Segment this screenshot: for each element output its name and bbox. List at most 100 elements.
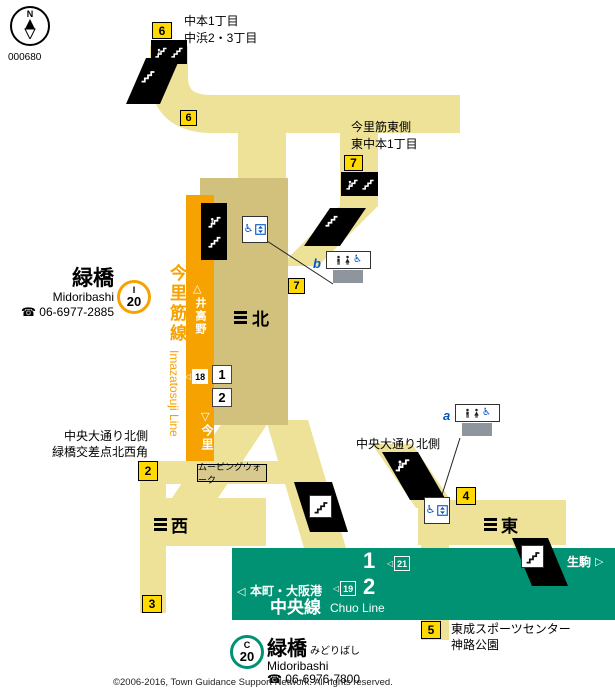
imazatosuji-car-marker: ◁ 18: [185, 369, 209, 384]
wheelchair-icon: ♿: [482, 407, 491, 418]
escalator-icon: [345, 179, 358, 190]
exit7-area-label-line2: 東中本1丁目: [351, 137, 418, 151]
stairs-icon: [361, 179, 374, 190]
imazatosuji-direction-north: 井高野: [194, 297, 206, 336]
exit7-escalator-stairs-icon: [341, 172, 378, 196]
line-letter: I: [132, 285, 136, 295]
exit5-area-label-line1: 東成スポーツセンター: [451, 622, 571, 636]
exit2-area-label-line2: 緑橋交差点北西角: [51, 445, 148, 459]
elevator-icon: [255, 224, 267, 235]
ticket-gate-icon-west: [154, 518, 167, 531]
chuo-station-phone: ☎ 06-6976-7800: [267, 672, 361, 686]
car-marker-number: 18: [192, 369, 209, 384]
line-letter: C: [243, 640, 251, 650]
car-marker-number: 21: [394, 556, 411, 571]
stairs-stripe-exit7: [304, 208, 366, 246]
leader-line-b: [266, 240, 334, 285]
compass-north-label: N: [26, 9, 34, 19]
gate-north-label: 北: [252, 310, 269, 329]
walkway-top-connector: [238, 118, 286, 180]
imazatosuji-direction-south: 今里: [200, 424, 214, 452]
chuo-direction-east: 生駒: [567, 555, 592, 569]
facility-point-a-label: a: [443, 408, 451, 423]
female-toilet-icon: [345, 255, 350, 265]
chuo-access-stairs-icon: [309, 495, 332, 518]
car-marker-number: 19: [340, 581, 357, 596]
chuo-station-name-en: Midoribashi: [267, 659, 329, 673]
path-marker-7: 7: [288, 278, 305, 294]
imazatosuji-line-name-en: Imazatosuji Line: [167, 350, 181, 437]
map-plate-number: 000680: [8, 52, 42, 63]
exit7-badge: 7: [344, 155, 363, 171]
male-toilet-icon: [337, 255, 340, 265]
chuo-line-name-ja: 中央線: [270, 598, 321, 617]
toilet-icons-b: ♿: [326, 251, 371, 269]
imazatosuji-station-phone: ☎ 06-6977-2885: [20, 305, 114, 319]
direction-triangle-down: ▽: [201, 411, 210, 423]
exit5-area-label-line2: 神路公園: [451, 638, 500, 652]
imazatosuji-station-number-badge: I 20: [117, 280, 151, 314]
leader-line-a: [440, 437, 461, 499]
ticket-gate-icon-east: [484, 518, 497, 531]
path-marker-6: 6: [180, 110, 197, 126]
stairs-stripe-exit4: [382, 452, 446, 500]
exit6-area-label-line2: 中浜2・3丁目: [184, 31, 258, 45]
exit2-area-label-line1: 中央大通り北側: [63, 429, 148, 443]
station-number: 20: [239, 649, 255, 664]
exit6-stripe-stairs-icon: [140, 68, 156, 89]
west-gate-area: [150, 498, 266, 546]
imazatosuji-platform-2: 2: [212, 388, 232, 407]
chuo-line-name-en: Chuo Line: [330, 601, 385, 615]
chuo-direction-west: 本町・大阪港: [250, 584, 323, 598]
triangle-left-icon: ◁: [333, 583, 340, 593]
stairs-icon: [208, 236, 220, 248]
facility-point-b-label: b: [313, 256, 321, 271]
accessible-toilet-box-a: [462, 423, 492, 436]
exit6-escalator-stairs-icon: [151, 40, 187, 64]
station-number: 20: [126, 294, 142, 309]
stairs-stripe-exit6: [126, 58, 180, 104]
imazatosuji-station-name-en: Midoribashi: [52, 290, 114, 304]
exit2-badge: 2: [138, 461, 158, 481]
elevator-icon: [437, 505, 449, 516]
imazatosuji-station-name-ja: 緑橋: [72, 267, 114, 290]
triangle-left-icon: ◁: [387, 558, 394, 568]
exit6-area-label-line1: 中本1丁目: [184, 14, 239, 28]
east-stairs-icon: [521, 545, 544, 568]
chuo-station-number-badge: C 20: [230, 635, 264, 669]
escalator-icon: [208, 216, 220, 228]
exit6-badge: 6: [152, 22, 172, 39]
chuo-car-marker-19: ◁ 19: [333, 581, 357, 596]
wheelchair-icon: ♿: [425, 504, 436, 516]
imazatosuji-platform-1: 1: [212, 365, 232, 384]
exit3-badge: 3: [142, 595, 162, 613]
building-stairs-escalator-icon: [201, 203, 227, 260]
escalator-icon: [155, 47, 167, 58]
male-toilet-icon: [466, 408, 469, 418]
exit4-badge: 4: [456, 487, 476, 505]
compass: N: [10, 6, 50, 46]
triangle-left-icon: ◁: [237, 586, 246, 598]
imazatosuji-line-name-ja: 今里筋線: [167, 264, 186, 344]
gate-west-label: 西: [171, 517, 188, 536]
moving-walkway-label: ムービングウォーク: [197, 462, 267, 485]
wheelchair-icon: ♿: [353, 254, 362, 265]
exit7-stripe-stairs-icon: [324, 213, 339, 233]
exit4-escalator-icon: [394, 456, 411, 478]
triangle-right-icon: ▷: [595, 556, 604, 568]
compass-needle-icon: [24, 19, 36, 39]
chuo-platform-1: 1: [363, 548, 376, 573]
copyright-notice: ©2006-2016, Town Guidance Support Networ…: [113, 677, 393, 688]
wheelchair-icon: ♿: [243, 223, 254, 235]
ticket-gate-icon-north: [234, 311, 247, 324]
direction-triangle-up: △: [193, 283, 202, 295]
building-elevator-icon: ♿: [242, 216, 268, 243]
gate-east-label: 東: [501, 517, 518, 536]
exit5-badge: 5: [421, 621, 441, 639]
stairs-icon: [171, 47, 183, 58]
chuo-car-marker-21: ◁ 21: [387, 556, 411, 571]
chuo-platform-2: 2: [363, 574, 376, 599]
accessible-toilet-box-b: [333, 270, 363, 283]
triangle-left-icon: ◁: [185, 371, 192, 381]
chuo-station-name-ja: 緑橋: [267, 638, 307, 660]
